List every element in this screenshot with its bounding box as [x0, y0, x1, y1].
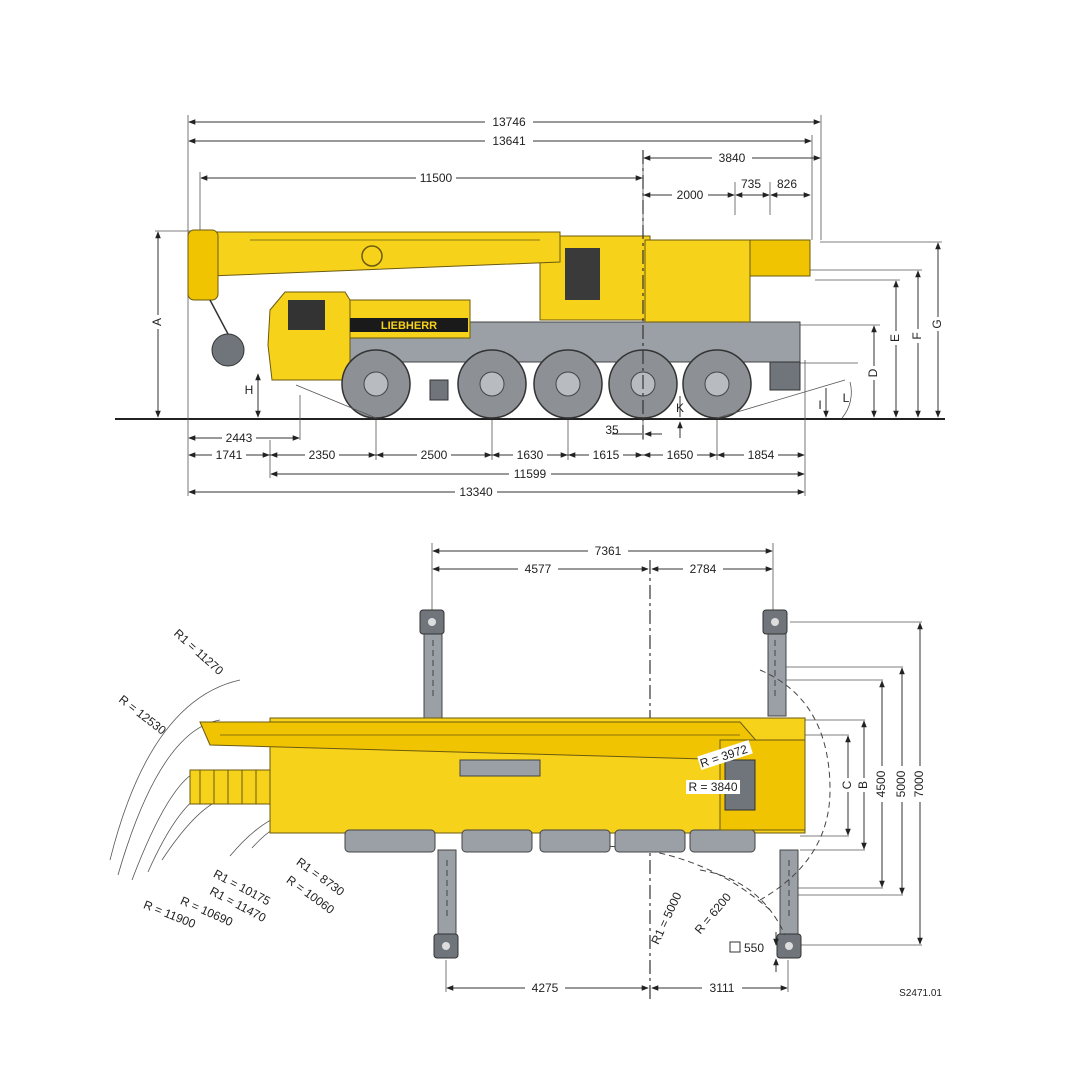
dim-2784: 2784: [690, 562, 717, 576]
dim-7361: 7361: [595, 544, 622, 558]
dim-4500: 4500: [874, 770, 888, 797]
brand-plate: [350, 318, 468, 332]
crane-cab-window: [565, 248, 600, 300]
dim-13641: 13641: [492, 134, 526, 148]
top-view-bottom-dimensions: 4275 3111: [446, 980, 788, 995]
dim-1854: 1854: [748, 448, 775, 462]
top-view: 7361 4577 2784: [109, 543, 927, 1000]
dim-2000: 2000: [677, 188, 704, 202]
dim-13746: 13746: [492, 115, 526, 129]
dim-4577: 4577: [525, 562, 552, 576]
boom-head: [187, 229, 219, 301]
tyre-box-3: [539, 829, 611, 853]
tyre-box-5: [689, 829, 756, 853]
dim-735: 735: [741, 177, 761, 191]
outrigger-front: [429, 379, 449, 401]
dim-H: H: [245, 383, 254, 397]
outrigger-rear: [769, 361, 801, 391]
dim-35: 35: [605, 423, 619, 437]
dim-4275: 4275: [532, 981, 559, 995]
side-bottom-dimensions: 2443 35 1741 2350 2500: [188, 423, 805, 499]
side-top-dimensions: 13746 13641 3840 11500 2000 735 826: [188, 114, 821, 202]
dim-1741: 1741: [216, 448, 243, 462]
top-view-top-dimensions: 7361 4577 2784: [432, 543, 773, 576]
dim-3840: 3840: [719, 151, 746, 165]
top-view-width-dimensions: C B 4500 5000 7000: [840, 622, 927, 945]
brand-text: LIEBHERR: [381, 320, 437, 332]
dim-B: B: [856, 781, 870, 789]
dim-I: I: [818, 398, 821, 412]
wheels: [341, 349, 752, 419]
deck-grey-panel: [459, 759, 541, 777]
dim-2350: 2350: [309, 448, 336, 462]
counterweight: [644, 239, 751, 323]
dim-1650: 1650: [667, 448, 694, 462]
crane-side-body: LIEBHERR: [187, 150, 846, 440]
crane-top-body: [189, 717, 806, 853]
dim-D: D: [866, 368, 880, 377]
winch-housing: [749, 239, 811, 277]
dim-K: K: [676, 401, 684, 415]
dim-1615: 1615: [593, 448, 620, 462]
dim-E: E: [888, 334, 902, 342]
radius-r1-11270: R1 = 11270: [171, 626, 226, 678]
outriggers-top: [419, 609, 802, 959]
dim-2443: 2443: [226, 431, 253, 445]
dim-2500: 2500: [421, 448, 448, 462]
pad-size-label: 550: [729, 932, 779, 972]
dim-L: L: [843, 391, 850, 405]
pad-size-550: 550: [744, 941, 764, 955]
dim-5000: 5000: [894, 770, 908, 797]
dim-7000: 7000: [912, 770, 926, 797]
drawing-code: S2471.01: [899, 988, 942, 999]
side-view: 13746 13641 3840 11500 2000 735 826 LIEB…: [115, 114, 945, 499]
top-extension-lines: [431, 543, 922, 992]
tyre-box-1: [344, 829, 436, 853]
radius-r-3840: R = 3840: [688, 780, 737, 794]
tyre-box-2: [461, 829, 533, 853]
cab-window: [288, 300, 325, 330]
side-height-dimensions: A H D E F G I L K: [150, 231, 945, 438]
dim-826: 826: [777, 177, 797, 191]
dim-C: C: [840, 780, 854, 789]
telescopic-boom: [189, 231, 561, 277]
dim-11500: 11500: [420, 171, 453, 185]
dim-1630: 1630: [517, 448, 544, 462]
dim-F: F: [910, 332, 924, 339]
dim-11599: 11599: [514, 467, 547, 481]
dim-3111: 3111: [710, 981, 735, 995]
dim-G: G: [930, 319, 944, 328]
tyre-box-4: [614, 829, 686, 853]
radius-r-12530: R = 12530: [116, 692, 169, 738]
radius-r1-5000: R1 = 5000: [648, 890, 684, 947]
dim-13340: 13340: [459, 485, 493, 499]
hook-block: [211, 333, 245, 367]
boom-head-top: [189, 769, 271, 805]
square-symbol: [729, 941, 741, 953]
dim-A: A: [150, 318, 164, 326]
radius-r-6200: R = 6200: [692, 890, 734, 937]
